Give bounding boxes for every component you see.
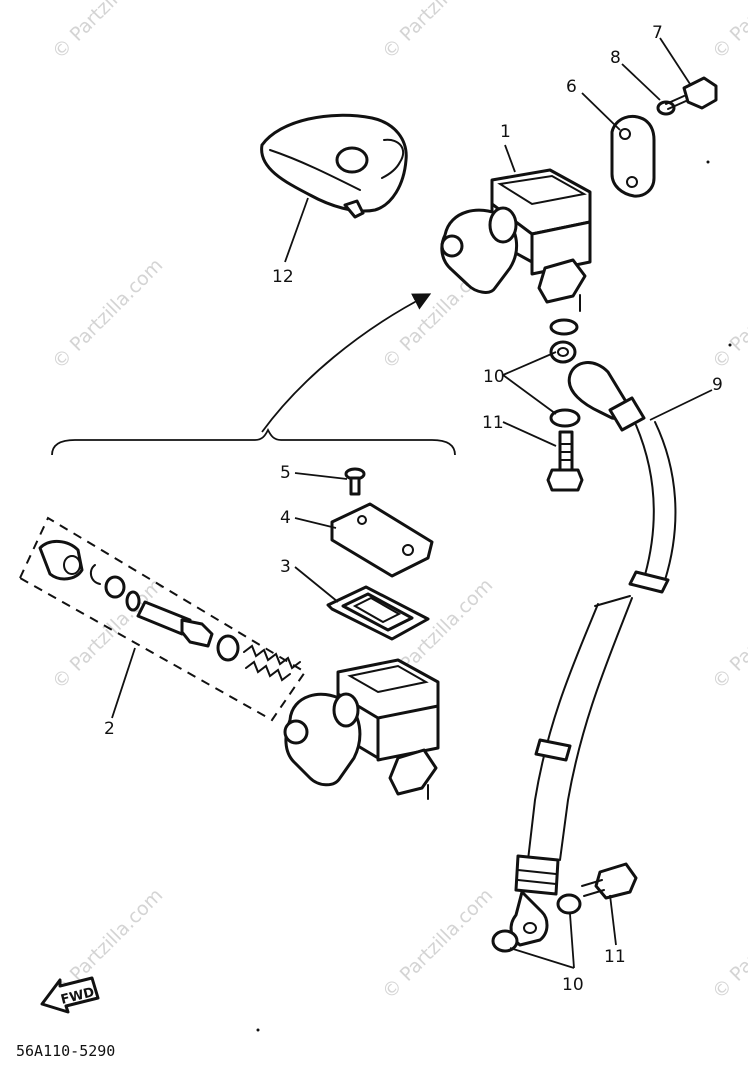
callout-12: 12 [272,267,294,287]
master-cylinder-body-exploded[interactable] [283,658,440,800]
leader-lines [111,37,713,969]
callout-11-lower: 11 [604,947,626,967]
part-6-holder[interactable] [610,115,656,198]
part-10-washer-upper[interactable] [549,318,579,336]
part-1-master-cylinder[interactable] [440,168,592,312]
part-10-washer-lower-right[interactable] [556,893,582,915]
callout-11-upper: 11 [482,413,504,433]
watermark: © Partzilla.com [708,254,748,373]
part-2-piston-kit[interactable] [18,516,307,722]
part-4-cap[interactable] [330,502,434,578]
part-12-cover[interactable] [260,113,408,219]
callout-10-lower: 10 [562,975,584,995]
watermark: © Partzilla.com [378,0,497,64]
callout-3: 3 [280,557,291,577]
callout-8: 8 [610,48,621,68]
callout-6: 6 [566,77,577,97]
watermark: © Partzilla.com [48,0,167,64]
part-11-union-bolt-upper[interactable] [546,430,584,492]
watermark: © Partzilla.com [48,254,167,373]
part-8-washer[interactable] [656,100,676,116]
part-11-union-bolt-lower[interactable] [581,862,638,900]
speck [706,160,710,164]
fwd-arrow-icon: FWD [40,976,100,1014]
part-10-washer-middle[interactable] [549,408,581,428]
watermark: © Partzilla.com [708,884,748,1003]
part-3-diaphragm[interactable] [326,585,430,641]
callout-10-upper: 10 [483,367,505,387]
speck [728,343,732,347]
callout-9: 9 [712,375,723,395]
speck [256,1028,260,1032]
part-7-bolt[interactable] [665,76,718,110]
part-5-screw[interactable] [344,467,366,496]
callout-7: 7 [652,23,663,43]
callout-4: 4 [280,508,291,528]
assembly-bracket [51,427,456,456]
callout-1: 1 [500,122,511,142]
part-10-washer-lower-left[interactable] [491,929,519,953]
diagram-code: 56A110-5290 [16,1042,115,1060]
callout-2: 2 [104,719,115,739]
callouts: 1 2 3 4 5 6 7 8 9 10 10 11 11 12 [104,23,723,995]
part-9-brake-hose[interactable] [509,361,677,947]
callout-5: 5 [280,463,291,483]
watermark: © Partzilla.com [378,884,497,1003]
watermark: © Partzilla.com [708,574,748,693]
assembly-arrow [261,293,432,433]
part-10-banjo-upper[interactable] [549,340,577,364]
watermark: © Partzilla.com [708,0,748,64]
